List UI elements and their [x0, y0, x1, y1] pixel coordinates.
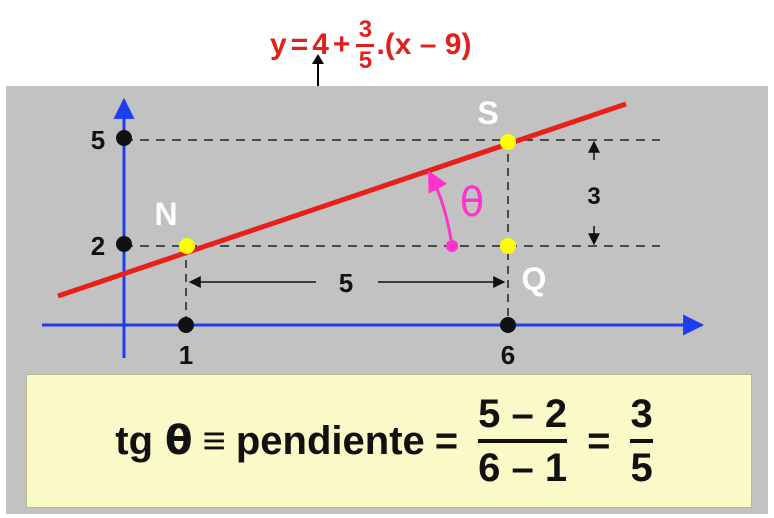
theta-label: θ: [460, 180, 484, 226]
x-tick-dot-6: [500, 317, 516, 333]
point-S-label: S: [477, 95, 498, 131]
rise-label: 3: [587, 183, 600, 210]
equation-equals: =: [290, 28, 309, 61]
point-N: [179, 238, 195, 254]
point-N-label: N: [154, 196, 177, 232]
angle-arc: [428, 170, 454, 247]
run-label: 5: [339, 268, 353, 298]
formula-num-2: 3: [630, 392, 653, 436]
formula-fraction-2: 3 5: [630, 392, 653, 490]
slope-formula-box: tg θ ≡ pendiente = 5 – 2 6 – 1 = 3 5: [26, 374, 752, 508]
formula-word: pendiente: [235, 418, 425, 463]
point-Q: [500, 238, 516, 254]
equation-intercept: 4: [312, 28, 329, 61]
line-equation: y = 4 + 3 5 .(x – 9): [270, 10, 471, 80]
equation-tail: .(x – 9): [376, 28, 472, 61]
formula-tg: tg: [115, 418, 154, 463]
formula-den-1: 6 – 1: [478, 446, 568, 490]
x-tick-label-1: 1: [179, 340, 193, 370]
x-tick-dot-1: [178, 317, 194, 333]
y-tick-dot-5: [116, 130, 132, 146]
equation-den: 5: [358, 46, 373, 74]
formula-equals-1: =: [434, 418, 459, 463]
equation-plus: +: [332, 28, 351, 61]
formula-equals-2: =: [587, 418, 611, 463]
formula-num-1: 5 – 2: [478, 392, 568, 436]
point-Q-label: Q: [522, 261, 547, 297]
y-tick-label-2: 2: [91, 231, 105, 261]
formula-theta: θ: [165, 418, 193, 464]
equation-y: y: [270, 28, 287, 61]
angle-vertex-dot: [446, 240, 458, 252]
formula-den-2: 5: [630, 446, 653, 490]
x-tick-label-6: 6: [501, 340, 515, 370]
y-tick-label-5: 5: [91, 125, 105, 155]
point-S: [500, 134, 516, 150]
pointer-arrow-icon: [312, 54, 324, 86]
formula-equiv: ≡: [202, 418, 226, 463]
equation-fraction: 3 5: [356, 15, 375, 74]
red-line: [57, 101, 627, 299]
y-tick-dot-2: [116, 236, 132, 252]
equation-num: 3: [358, 15, 373, 43]
formula-fraction-1: 5 – 2 6 – 1: [478, 392, 568, 490]
